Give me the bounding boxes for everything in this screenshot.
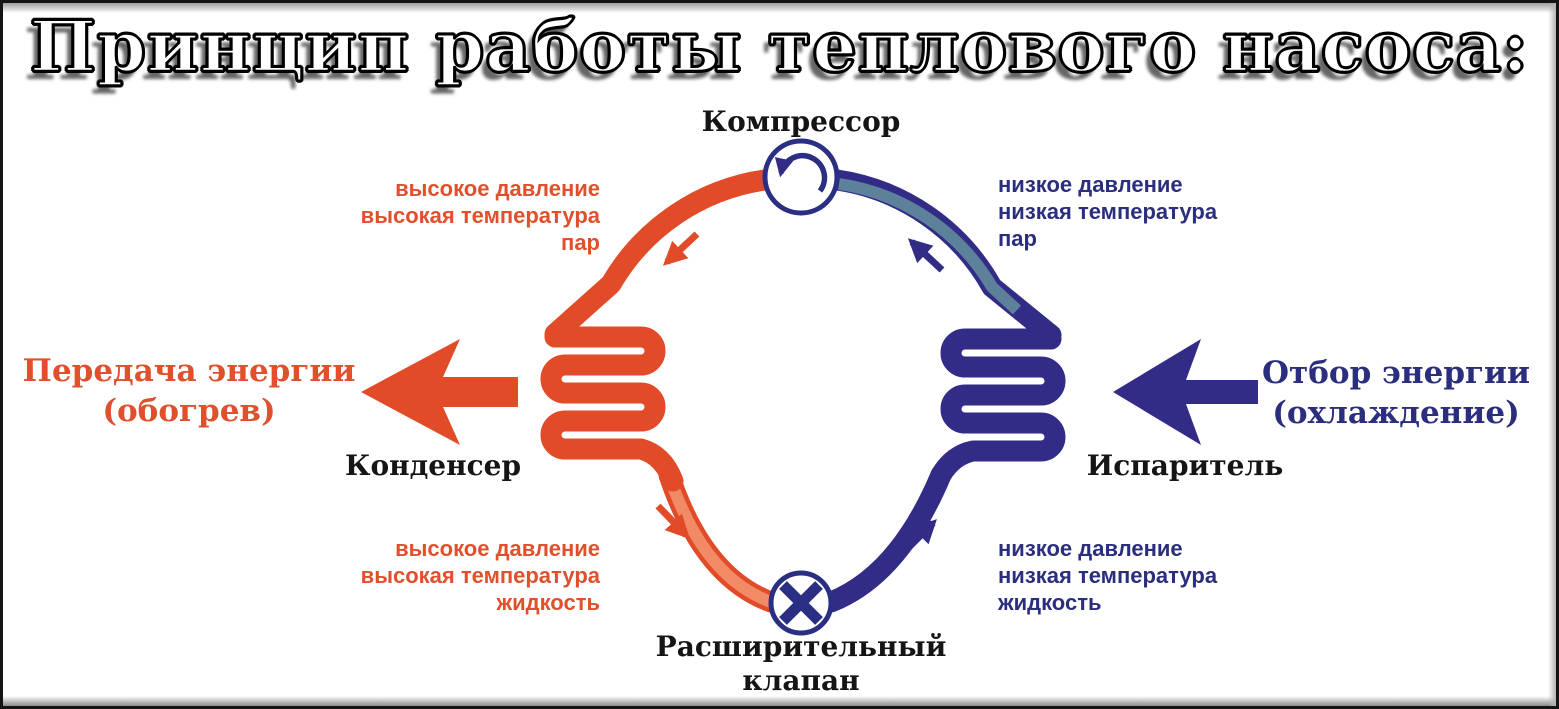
state-line: жидкость bbox=[998, 590, 1102, 615]
hot-liquid-pipe-inner bbox=[663, 473, 774, 608]
flow-arrow-hot-liquid-icon bbox=[655, 503, 690, 539]
state-high-pressure-vapor: высокое давление высокая температура пар bbox=[361, 175, 600, 256]
energy-input-arrow-icon bbox=[1113, 339, 1258, 445]
state-line: высокое давление bbox=[395, 176, 600, 201]
expansion-valve-label-line1: Расширительный bbox=[655, 630, 947, 663]
state-low-pressure-vapor: низкое давление низкая температура пар bbox=[998, 171, 1217, 252]
state-line: высокая температура bbox=[360, 203, 600, 228]
expansion-valve-label: Расширительный клапан bbox=[656, 630, 947, 698]
energy-input-line1: Отбор энергии bbox=[1262, 355, 1530, 391]
state-line: низкое давление bbox=[998, 172, 1183, 197]
state-line: жидкость bbox=[496, 590, 601, 615]
condenser-coil bbox=[540, 326, 684, 492]
cross-valve-icon bbox=[779, 581, 823, 625]
state-line: пар bbox=[561, 230, 600, 255]
state-line: высокая температура bbox=[360, 563, 600, 588]
energy-output-line2: (обогрев) bbox=[102, 393, 276, 429]
hot-liquid-pipe bbox=[658, 464, 782, 613]
condenser-label: Конденсер bbox=[344, 449, 522, 482]
expansion-valve-label-line2: клапан bbox=[742, 664, 860, 697]
evaporator-label: Испаритель bbox=[1086, 449, 1284, 482]
heat-pump-cycle-diagram bbox=[361, 138, 1258, 636]
energy-output-line1: Передача энергии bbox=[22, 353, 356, 389]
energy-input-line2: (охлаждение) bbox=[1272, 395, 1520, 431]
state-low-pressure-liquid: низкое давление низкая температура жидко… bbox=[998, 535, 1217, 616]
state-high-pressure-liquid: высокое давление высокая температура жид… bbox=[361, 535, 600, 616]
flow-arrow-cold-liquid-icon bbox=[901, 519, 937, 555]
rotation-ccw-arrow-icon bbox=[774, 152, 828, 193]
evaporator-coil bbox=[930, 328, 1066, 486]
cold-liquid-pipe bbox=[820, 464, 952, 613]
state-line: пар bbox=[998, 226, 1037, 251]
compressor-label: Компрессор bbox=[701, 105, 901, 138]
state-line: низкая температура bbox=[998, 199, 1218, 224]
flow-arrow-hot-vapor-icon bbox=[662, 231, 700, 266]
page-title: Принцип работы теплового насоса: bbox=[29, 4, 1530, 89]
state-line: низкая температура bbox=[998, 563, 1218, 588]
energy-output-arrow-icon bbox=[361, 339, 518, 445]
state-line: низкое давление bbox=[998, 536, 1183, 561]
hot-vapor-pipe bbox=[544, 169, 776, 345]
flow-arrow-cold-vapor-icon bbox=[907, 238, 945, 273]
state-line: высокое давление bbox=[395, 536, 600, 561]
energy-output-label: Передача энергии (обогрев) bbox=[23, 351, 356, 431]
cold-vapor-pipe-inner bbox=[838, 178, 1022, 315]
energy-input-label: Отбор энергии (охлаждение) bbox=[1262, 353, 1530, 433]
